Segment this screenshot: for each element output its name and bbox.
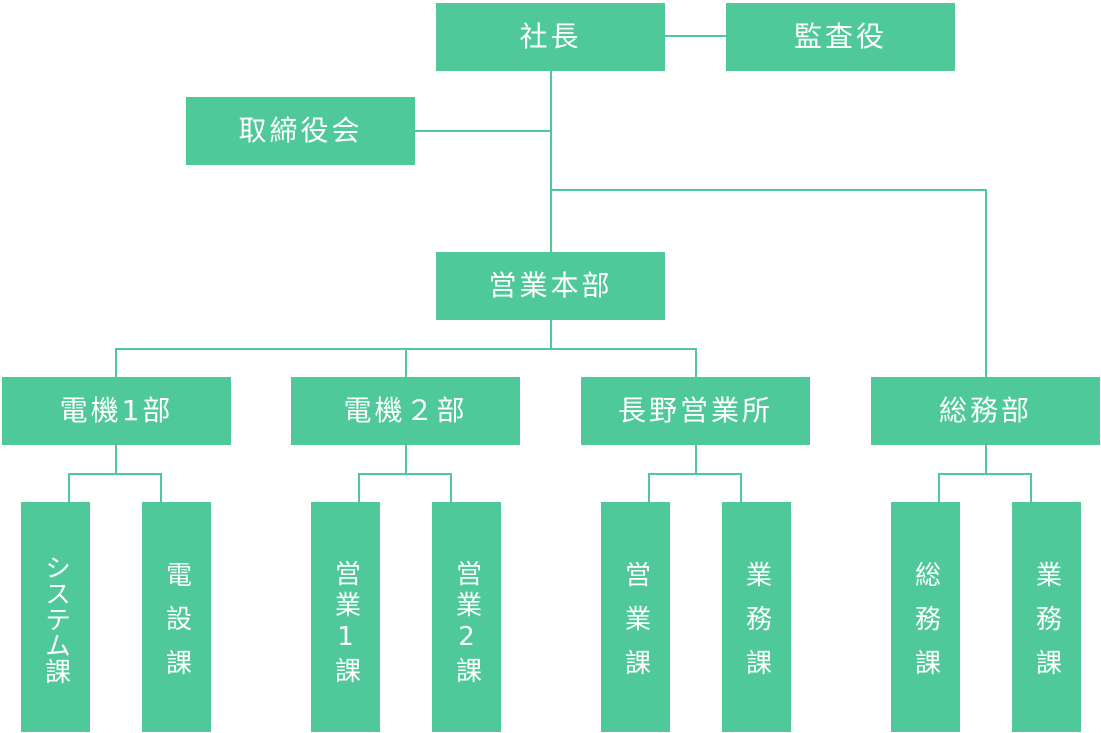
eigyo1-ka-box: 営業1課 [311, 502, 380, 732]
system-ka-label: システム課 [40, 554, 71, 684]
nagano-label: 長野営業所 [617, 394, 773, 427]
somu-ka-label: 総務課 [910, 561, 941, 693]
somu-gyomu-ka-box: 業務課 [1012, 502, 1081, 732]
somu-ka-box: 総務課 [891, 502, 960, 732]
board-box: 取締役会 [186, 97, 415, 165]
somu-section-connector [938, 443, 1032, 505]
denki2-box: 電機２部 [291, 377, 520, 445]
eigyo2-ka-label: 営業2課 [451, 560, 482, 688]
president-label: 社長 [519, 20, 582, 53]
denki2-section-connector [358, 443, 452, 505]
denki1-label: 電機1部 [59, 394, 174, 427]
nagano-gyomu-ka-label: 業務課 [741, 561, 772, 693]
somu-box: 総務部 [871, 377, 1100, 445]
eigyo2-ka-box: 営業2課 [432, 502, 501, 732]
auditor-box: 監査役 [726, 3, 955, 71]
board-label: 取締役会 [238, 114, 363, 147]
nagano-gyomu-ka-box: 業務課 [722, 502, 791, 732]
nagano-section-connector [648, 443, 742, 505]
eigyo1-ka-label: 営業1課 [330, 560, 361, 688]
somu-label: 総務部 [938, 394, 1032, 427]
nagano-eigyo-ka-box: 営業課 [601, 502, 670, 732]
denki1-section-connector [68, 443, 162, 505]
nagano-box: 長野営業所 [581, 377, 810, 445]
auditor-label: 監査役 [793, 20, 887, 53]
densetsu-ka-box: 電設課 [142, 502, 211, 732]
nagano-eigyo-ka-label: 営業課 [620, 561, 651, 693]
system-ka-box: システム課 [21, 502, 90, 732]
denki1-box: 電機1部 [2, 377, 231, 445]
sales-hq-label: 営業本部 [488, 269, 613, 302]
president-box: 社長 [436, 3, 665, 71]
densetsu-ka-label: 電設課 [161, 561, 192, 693]
denki2-label: 電機２部 [343, 394, 468, 427]
somu-gyomu-ka-label: 業務課 [1031, 561, 1062, 693]
sales-hq-branch-connector [115, 318, 697, 380]
sales-hq-box: 営業本部 [436, 252, 665, 320]
